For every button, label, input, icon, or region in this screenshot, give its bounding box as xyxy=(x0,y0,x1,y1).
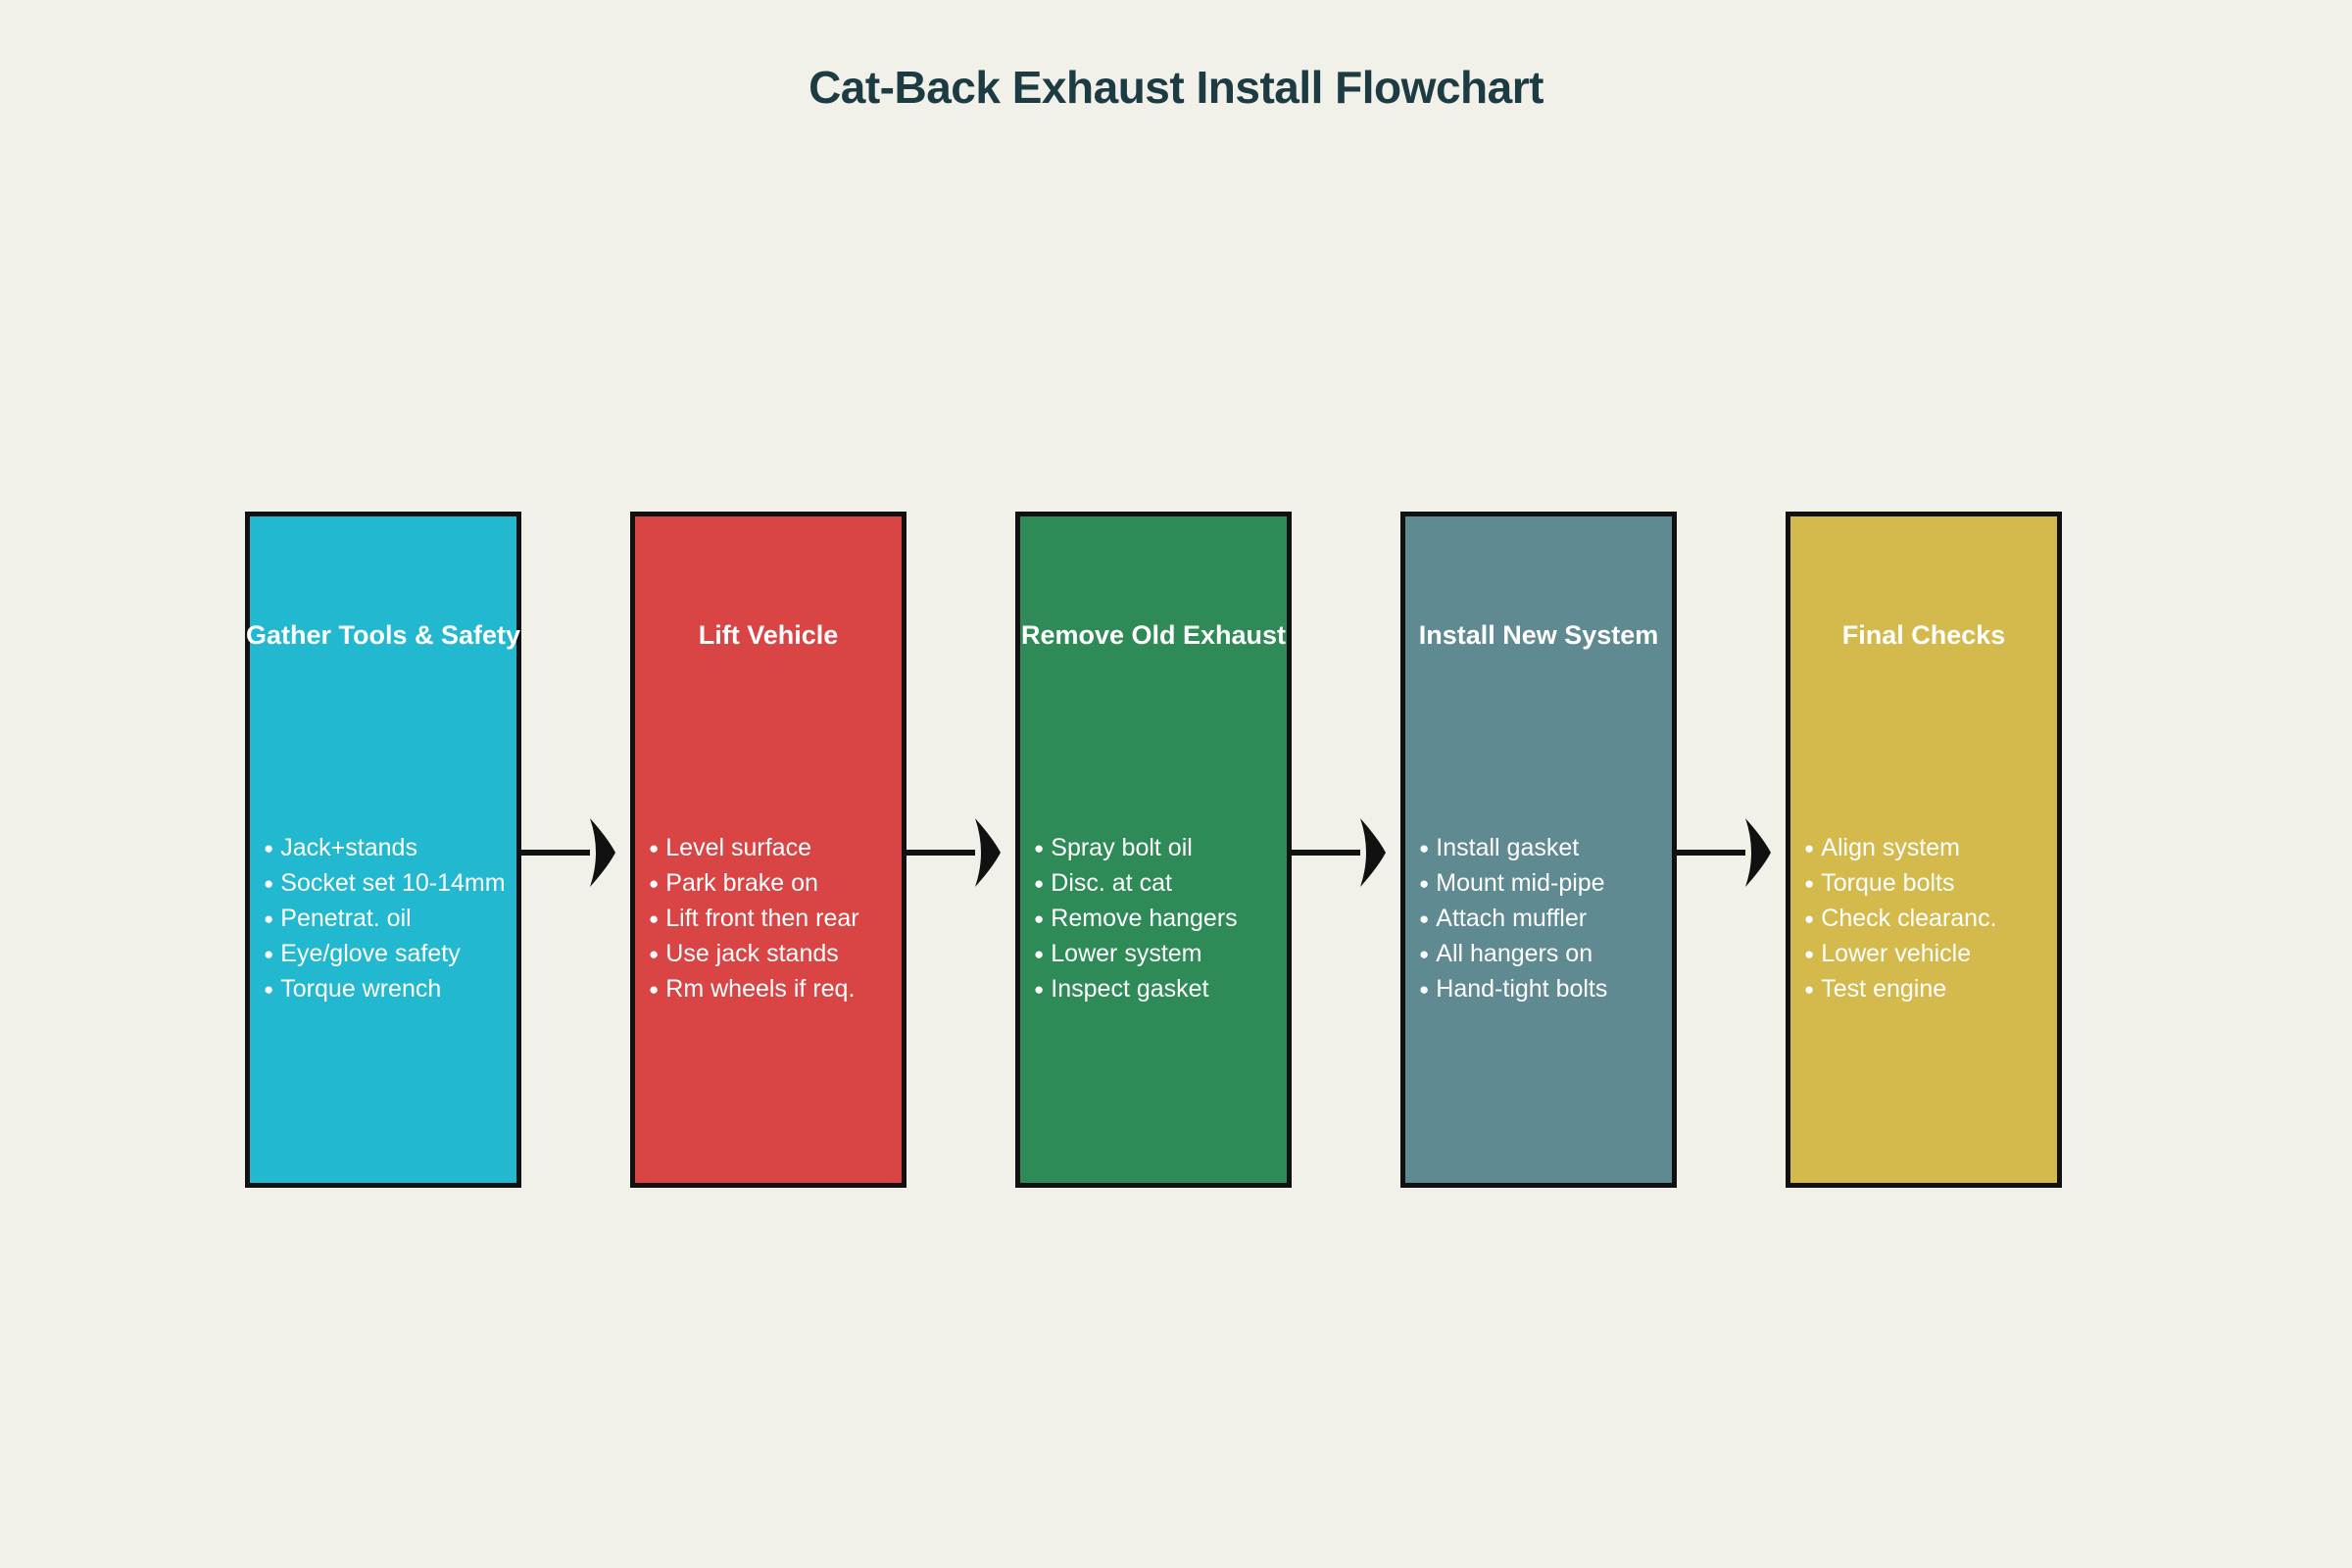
flow-node-bullet-list: ● Install gasket ● Mount mid-pipe ● Attach … xyxy=(1419,836,1772,1012)
list-item: ● Hand-tight bolts xyxy=(1419,977,1772,1002)
list-item-label: Jack+stands xyxy=(280,834,417,861)
bullet-dot-icon: ● xyxy=(264,839,274,858)
bullet-dot-icon: ● xyxy=(1419,909,1430,928)
flow-node-gather-tools-safety[interactable]: Gather Tools & Safety ● Jack+stands ● Sock… xyxy=(245,512,521,1188)
list-item-label: Spray bolt oil xyxy=(1051,834,1193,861)
list-item-label: Align system xyxy=(1821,834,1960,861)
flow-node-header: Lift Vehicle xyxy=(698,620,839,650)
list-item: ● Torque wrench xyxy=(264,977,616,1002)
list-item-label: Torque wrench xyxy=(280,975,442,1003)
list-item-label: Check clearanc. xyxy=(1821,905,1997,932)
list-item-label: Penetrat. oil xyxy=(280,905,412,932)
list-item: ● Mount mid-pipe xyxy=(1419,871,1772,896)
flow-node-install-new-system[interactable]: Install New System ● Install gasket ● Moun… xyxy=(1400,512,1677,1188)
list-item: ● Rm wheels if req. xyxy=(649,977,1002,1002)
list-item-label: Park brake on xyxy=(665,869,818,897)
list-item: ● Install gasket xyxy=(1419,836,1772,860)
list-item: ● Socket set 10-14mm xyxy=(264,871,616,896)
list-item-label: Eye/glove safety xyxy=(280,940,461,967)
bullet-dot-icon: ● xyxy=(1804,909,1815,928)
list-item: ● Torque bolts xyxy=(1804,871,2157,896)
list-item: ● Lower vehicle xyxy=(1804,942,2157,966)
bullet-dot-icon: ● xyxy=(264,945,274,963)
list-item-label: Level surface xyxy=(665,834,811,861)
bullet-dot-icon: ● xyxy=(1034,945,1045,963)
bullet-dot-icon: ● xyxy=(1034,874,1045,893)
list-item-label: Inspect gasket xyxy=(1051,975,1209,1003)
list-item: ● Eye/glove safety xyxy=(264,942,616,966)
flow-node-remove-old-exhaust[interactable]: Remove Old Exhaust ● Spray bolt oil ● Disc… xyxy=(1015,512,1292,1188)
flow-node-bullet-list: ● Align system ● Torque bolts ● Check clear… xyxy=(1804,836,2157,1012)
list-item-label: Lift front then rear xyxy=(665,905,859,932)
list-item-label: Lower system xyxy=(1051,940,1202,967)
list-item-label: Test engine xyxy=(1821,975,1947,1003)
bullet-dot-icon: ● xyxy=(264,874,274,893)
list-item: ● Level surface xyxy=(649,836,1002,860)
list-item-label: Lower vehicle xyxy=(1821,940,1972,967)
flow-node-lift-vehicle[interactable]: Lift Vehicle ● Level surface ● Park brake … xyxy=(630,512,906,1188)
list-item: ● Park brake on xyxy=(649,871,1002,896)
list-item: ● Align system xyxy=(1804,836,2157,860)
bullet-dot-icon: ● xyxy=(649,874,660,893)
bullet-dot-icon: ● xyxy=(1419,839,1430,858)
flow-node-header: Final Checks xyxy=(1841,620,2006,650)
list-item-label: All hangers on xyxy=(1436,940,1593,967)
bullet-dot-icon: ● xyxy=(1804,980,1815,999)
list-item-label: Attach muffler xyxy=(1436,905,1588,932)
bullet-dot-icon: ● xyxy=(1804,839,1815,858)
list-item: ● Use jack stands xyxy=(649,942,1002,966)
bullet-dot-icon: ● xyxy=(1419,945,1430,963)
bullet-dot-icon: ● xyxy=(649,945,660,963)
bullet-dot-icon: ● xyxy=(1804,874,1815,893)
bullet-dot-icon: ● xyxy=(264,980,274,999)
list-item: ● Attach muffler xyxy=(1419,906,1772,931)
list-item-label: Mount mid-pipe xyxy=(1436,869,1605,897)
list-item-label: Torque bolts xyxy=(1821,869,1955,897)
bullet-dot-icon: ● xyxy=(649,909,660,928)
bullet-dot-icon: ● xyxy=(1034,839,1045,858)
list-item-label: Rm wheels if req. xyxy=(665,975,856,1003)
bullet-dot-icon: ● xyxy=(649,980,660,999)
list-item: ● Spray bolt oil xyxy=(1034,836,1387,860)
list-item-label: Socket set 10-14mm xyxy=(280,869,506,897)
list-item-label: Use jack stands xyxy=(665,940,839,967)
list-item: ● Penetrat. oil xyxy=(264,906,616,931)
list-item: ● Test engine xyxy=(1804,977,2157,1002)
bullet-dot-icon: ● xyxy=(1419,980,1430,999)
bullet-dot-icon: ● xyxy=(264,909,274,928)
list-item: ● Jack+stands xyxy=(264,836,616,860)
list-item-label: Hand-tight bolts xyxy=(1436,975,1608,1003)
list-item: ● Inspect gasket xyxy=(1034,977,1387,1002)
flow-node-header: Remove Old Exhaust xyxy=(1020,620,1287,650)
flow-node-bullet-list: ● Level surface ● Park brake on ● Lift fron… xyxy=(649,836,1002,1012)
bullet-dot-icon: ● xyxy=(649,839,660,858)
bullet-dot-icon: ● xyxy=(1804,945,1815,963)
list-item: ● All hangers on xyxy=(1419,942,1772,966)
flow-node-bullet-list: ● Jack+stands ● Socket set 10-14mm ● Penetr… xyxy=(264,836,616,1012)
page-title: Cat-Back Exhaust Install Flowchart xyxy=(808,62,1544,113)
bullet-dot-icon: ● xyxy=(1034,980,1045,999)
list-item: ● Check clearanc. xyxy=(1804,906,2157,931)
flow-node-final-checks[interactable]: Final Checks ● Align system ● Torque bolts… xyxy=(1786,512,2062,1188)
flow-node-bullet-list: ● Spray bolt oil ● Disc. at cat ● Remove ha… xyxy=(1034,836,1387,1012)
list-item-label: Install gasket xyxy=(1436,834,1580,861)
list-item: ● Remove hangers xyxy=(1034,906,1387,931)
flow-node-header: Install New System xyxy=(1418,620,1659,650)
list-item-label: Disc. at cat xyxy=(1051,869,1172,897)
list-item: ● Lift front then rear xyxy=(649,906,1002,931)
bullet-dot-icon: ● xyxy=(1419,874,1430,893)
list-item-label: Remove hangers xyxy=(1051,905,1238,932)
list-item: ● Disc. at cat xyxy=(1034,871,1387,896)
list-item: ● Lower system xyxy=(1034,942,1387,966)
flow-node-header: Gather Tools & Safety xyxy=(245,620,521,650)
bullet-dot-icon: ● xyxy=(1034,909,1045,928)
